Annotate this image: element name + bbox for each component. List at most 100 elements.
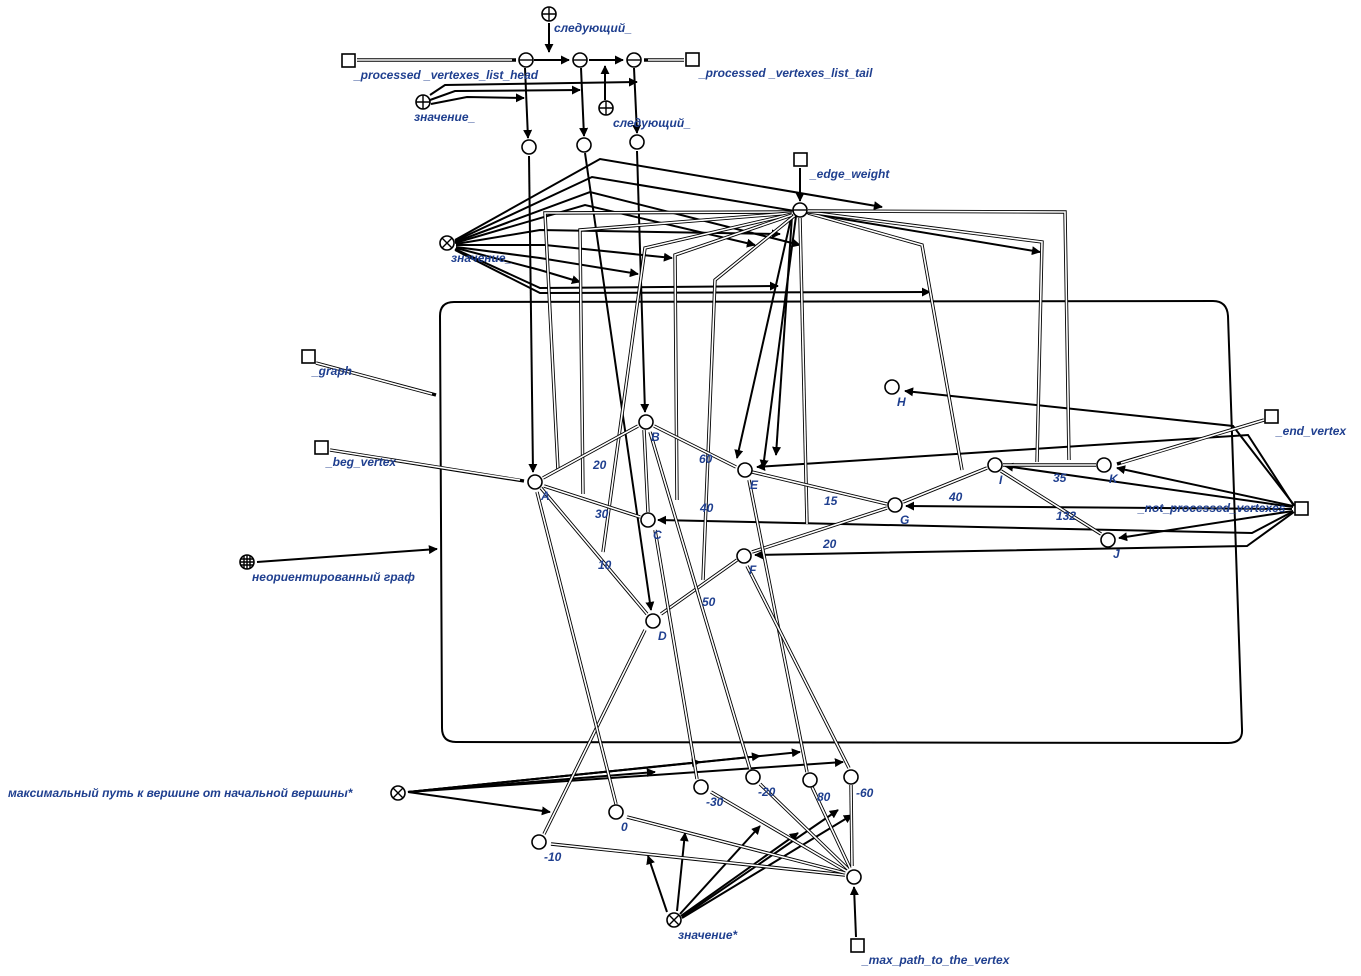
list-head-label: _processed _vertexes_list_head	[353, 68, 539, 82]
arc-np-j	[1118, 510, 1294, 542]
end-vertex-label: _end_vertex	[1275, 424, 1347, 438]
arc-valstar-4	[680, 832, 799, 917]
vertex-i-label: I	[999, 473, 1003, 487]
vertex-i-node[interactable]	[987, 457, 1003, 473]
next-mid-relation-node[interactable]	[598, 100, 614, 116]
arc-item-a	[528, 155, 538, 473]
graph-contour[interactable]	[438, 299, 1244, 745]
path-value-4-label: -20	[758, 785, 776, 799]
not-processed-label: _not_processed_vertexes	[1137, 501, 1286, 515]
path-value-5-label: 80	[817, 790, 831, 804]
undirected-graph-label: неориентированный граф	[252, 570, 415, 584]
path-value-node-6[interactable]	[843, 769, 859, 785]
arc-np-i	[1004, 462, 1294, 508]
list-item-2-node[interactable]	[572, 52, 588, 68]
edge-weight-relation-node[interactable]	[792, 202, 808, 218]
arc-np-h	[904, 387, 1295, 506]
arc-value-fan-7	[455, 246, 639, 278]
weight-ad-label: 10	[598, 558, 612, 572]
max-path-relation-node[interactable]	[390, 785, 406, 801]
weight-bc-label: 40	[699, 501, 714, 515]
arc-value-top-1	[429, 77, 638, 96]
nodes-layer	[239, 6, 1309, 953]
value-star-label: значение*	[678, 928, 739, 942]
path-value-node-1[interactable]	[531, 834, 547, 850]
arc-np-c	[657, 511, 1293, 535]
list-tail-var-node[interactable]	[685, 52, 700, 67]
arc-valstar-3	[679, 825, 761, 915]
arcs-layer	[256, 23, 1295, 938]
list-elem-a-node[interactable]	[521, 139, 537, 155]
arc-value-fan-9	[454, 248, 779, 291]
graph-label: _graph	[311, 364, 352, 378]
list-tail-label: _processed _vertexes_list_tail	[698, 66, 873, 80]
arc-valstar-5	[681, 809, 839, 918]
vertex-h-node[interactable]	[884, 379, 900, 395]
arc-value-fan-3	[454, 190, 801, 248]
end-vertex-var-node[interactable]	[1264, 409, 1279, 424]
beg-vertex-label: _beg_vertex	[325, 455, 397, 469]
max-path-var-label: _max_path_to_the_vertex	[861, 953, 1011, 967]
max-path-var-node[interactable]	[850, 938, 865, 953]
vertex-b-node[interactable]	[638, 414, 654, 430]
arc-max-path-var	[849, 886, 859, 938]
vertex-a-label: A	[540, 489, 550, 503]
beg-vertex-var-node[interactable]	[314, 440, 329, 455]
weight-be-label: 60	[699, 452, 713, 466]
graph-var-node[interactable]	[301, 349, 316, 364]
arc-np-g	[905, 501, 1293, 511]
vertex-a-node[interactable]	[527, 474, 543, 490]
arc-valstar-1	[646, 855, 668, 913]
edge-weight-var-node[interactable]	[793, 152, 808, 167]
path-value-6-label: -60	[856, 786, 874, 800]
vertex-k-node[interactable]	[1096, 457, 1112, 473]
list-head-var-node[interactable]	[341, 53, 356, 68]
vertex-j-node[interactable]	[1100, 532, 1116, 548]
arc-weight-3	[772, 215, 793, 456]
pair-arcs	[315, 58, 1265, 877]
arc-maxpath-1	[407, 791, 551, 816]
path-value-node-5[interactable]	[802, 772, 818, 788]
path-value-1-label: -10	[544, 850, 562, 864]
weight-fg-label: 20	[822, 537, 837, 551]
list-item-1-node[interactable]	[518, 52, 534, 68]
arc-value-fan-5	[455, 228, 781, 245]
vertex-h-label: H	[897, 395, 906, 409]
value-left-relation-node[interactable]	[439, 235, 455, 251]
vertex-d-label: D	[658, 629, 667, 643]
vertex-c-label: C	[653, 528, 662, 542]
max-path-relation-label: максимальный путь к вершине от начальной…	[8, 786, 354, 800]
weight-ik-label: 35	[1053, 471, 1067, 485]
weight-ij-label: 132	[1056, 509, 1076, 523]
arc-value-top-2	[429, 85, 581, 101]
arc-head-item	[523, 67, 533, 139]
value-star-relation-node[interactable]	[666, 912, 682, 928]
vertex-k-label: K	[1109, 472, 1119, 486]
not-processed-var-node[interactable]	[1294, 501, 1309, 516]
vertex-f-node[interactable]	[736, 548, 752, 564]
path-hub-node[interactable]	[846, 869, 862, 885]
path-value-node-3[interactable]	[693, 779, 709, 795]
vertex-c-node[interactable]	[640, 512, 656, 528]
value-top-relation-node[interactable]	[415, 94, 431, 110]
path-value-node-2[interactable]	[608, 804, 624, 820]
undirected-graph-class-node[interactable]	[239, 554, 255, 570]
weight-df-label: 50	[702, 595, 716, 609]
vertex-g-node[interactable]	[887, 497, 903, 513]
next-top-relation-node[interactable]	[541, 6, 557, 22]
path-value-3-label: -30	[706, 795, 724, 809]
list-elem-c-node[interactable]	[629, 134, 645, 150]
list-elem-b-node[interactable]	[576, 137, 592, 153]
arc-valstar-2	[676, 832, 689, 912]
path-value-node-4[interactable]	[745, 769, 761, 785]
vertex-e-node[interactable]	[737, 462, 753, 478]
arc-np-k	[1116, 465, 1294, 507]
vertex-b-label: B	[651, 430, 660, 444]
arc-mid-item	[579, 67, 589, 137]
list-item-3-node[interactable]	[626, 52, 642, 68]
arc-item-d	[584, 152, 655, 611]
weight-eg-label: 15	[824, 494, 838, 508]
vertex-d-node[interactable]	[645, 613, 661, 629]
next-top-label: следующий_	[554, 21, 632, 35]
vertex-j-label: J	[1113, 547, 1120, 561]
